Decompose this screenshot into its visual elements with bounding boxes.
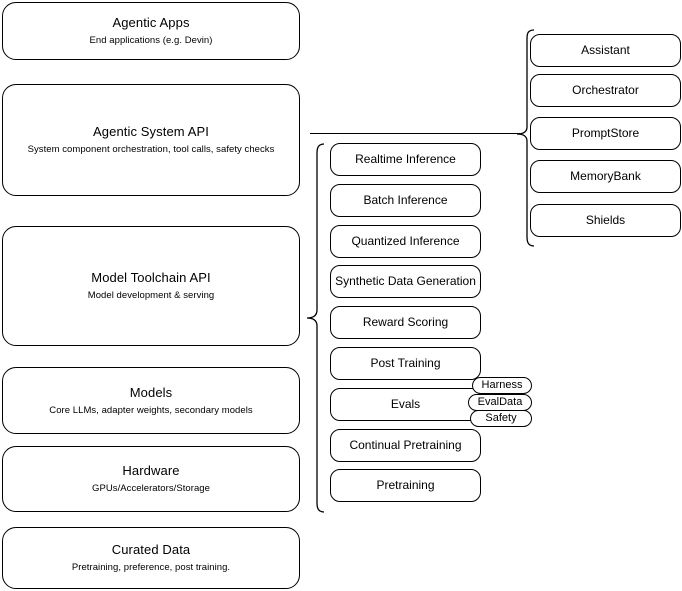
system-component-box-promptstore[interactable]: PromptStore bbox=[530, 117, 681, 150]
layer-subtitle: End applications (e.g. Devin) bbox=[89, 35, 213, 46]
evals-pill-label: Harness bbox=[481, 379, 523, 391]
system-component-label: Assistant bbox=[581, 43, 630, 57]
capability-box-quantized-inference[interactable]: Quantized Inference bbox=[330, 225, 481, 258]
evals-pill-harness[interactable]: Harness bbox=[472, 377, 532, 394]
capability-label: Continual Pretraining bbox=[349, 438, 462, 452]
layer-title: Curated Data bbox=[111, 542, 191, 557]
capability-label: Reward Scoring bbox=[362, 315, 449, 329]
layer-subtitle: Model development & serving bbox=[87, 290, 215, 301]
capability-box-realtime-inference[interactable]: Realtime Inference bbox=[330, 143, 481, 176]
system-component-label: PromptStore bbox=[571, 126, 640, 140]
system-component-box-assistant[interactable]: Assistant bbox=[530, 34, 681, 67]
system-component-label: MemoryBank bbox=[570, 169, 641, 183]
system-component-box-shields[interactable]: Shields bbox=[530, 204, 681, 237]
capability-box-reward-scoring[interactable]: Reward Scoring bbox=[330, 306, 481, 339]
layer-box-agentic-apps[interactable]: Agentic Apps End applications (e.g. Devi… bbox=[2, 2, 300, 60]
layer-box-agentic-system-api[interactable]: Agentic System API System component orch… bbox=[2, 84, 300, 196]
layer-subtitle: GPUs/Accelerators/Storage bbox=[92, 483, 210, 494]
layer-box-models[interactable]: Models Core LLMs, adapter weights, secon… bbox=[2, 367, 300, 434]
layer-box-curated-data[interactable]: Curated Data Pretraining, preference, po… bbox=[2, 527, 300, 589]
layer-subtitle: Core LLMs, adapter weights, secondary mo… bbox=[49, 404, 253, 416]
capability-label: Realtime Inference bbox=[355, 152, 456, 166]
layer-title: Agentic System API bbox=[93, 124, 209, 139]
layer-title: Model Toolchain API bbox=[91, 270, 211, 285]
brace-model-toolchain bbox=[304, 142, 326, 514]
layer-box-model-toolchain-api[interactable]: Model Toolchain API Model development & … bbox=[2, 226, 300, 346]
layer-title: Agentic Apps bbox=[112, 15, 190, 30]
evals-pill-safety[interactable]: Safety bbox=[470, 410, 532, 427]
system-component-label: Orchestrator bbox=[572, 83, 639, 97]
capability-label: Pretraining bbox=[376, 478, 435, 492]
capability-box-continual-pretraining[interactable]: Continual Pretraining bbox=[330, 429, 481, 462]
evals-pill-evaldata[interactable]: EvalData bbox=[468, 394, 532, 411]
layer-title: Hardware bbox=[122, 463, 180, 478]
system-component-label: Shields bbox=[585, 213, 626, 227]
capability-box-evals[interactable]: Evals bbox=[330, 388, 481, 421]
evals-pill-label: Safety bbox=[485, 412, 517, 424]
capability-label: Evals bbox=[390, 397, 421, 411]
connector-line-agentic-system-api bbox=[310, 133, 520, 134]
capability-label: Synthetic Data Generation bbox=[335, 274, 476, 288]
layer-subtitle: Pretraining, preference, post training. bbox=[71, 562, 231, 573]
system-component-box-orchestrator[interactable]: Orchestrator bbox=[530, 74, 681, 107]
capability-label: Batch Inference bbox=[363, 193, 448, 207]
layer-subtitle: System component orchestration, tool cal… bbox=[27, 144, 275, 155]
capability-box-synthetic-data-generation[interactable]: Synthetic Data Generation bbox=[330, 265, 481, 298]
capability-box-batch-inference[interactable]: Batch Inference bbox=[330, 184, 481, 217]
system-component-box-memorybank[interactable]: MemoryBank bbox=[530, 160, 681, 193]
evals-pill-label: EvalData bbox=[477, 396, 523, 408]
capability-box-pretraining[interactable]: Pretraining bbox=[330, 469, 481, 502]
capability-label: Quantized Inference bbox=[351, 234, 460, 248]
layer-box-hardware[interactable]: Hardware GPUs/Accelerators/Storage bbox=[2, 446, 300, 512]
layer-title: Models bbox=[129, 384, 173, 400]
capability-label: Post Training bbox=[370, 356, 441, 370]
capability-box-post-training[interactable]: Post Training bbox=[330, 347, 481, 380]
brace-agentic-system bbox=[514, 28, 536, 248]
